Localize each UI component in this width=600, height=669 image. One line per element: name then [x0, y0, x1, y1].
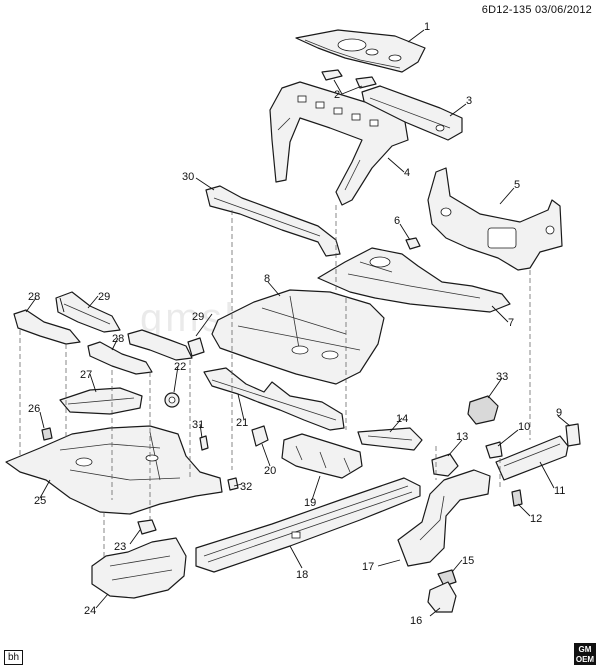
diagram-date: 03/06/2012 [534, 4, 592, 16]
callout-25: 25 [34, 495, 46, 507]
part-floor-stud [41, 427, 53, 441]
callout-7: 7 [508, 317, 514, 329]
callout-18: 18 [296, 569, 308, 581]
part-center-floor-panel [211, 289, 385, 385]
alignment-guides [19, 205, 531, 560]
part-floor-bolt [199, 435, 209, 451]
callout-32: 32 [240, 481, 252, 493]
part-rocker-panel [195, 477, 421, 573]
callout-labels: 1 2 3 4 5 6 7 8 9 10 11 12 13 14 15 16 1… [28, 21, 565, 627]
callout-31: 31 [192, 419, 204, 431]
part-small-rail [357, 427, 423, 451]
callout-1: 1 [424, 21, 430, 33]
callout-10: 10 [518, 421, 530, 433]
callout-28-lower: 28 [112, 333, 124, 345]
part-rear-shelf-panel [295, 29, 426, 73]
part-rear-floor-pan [317, 247, 511, 313]
callout-4: 4 [404, 167, 410, 179]
corner-tag: bh [4, 650, 24, 665]
gm-logo: GM OEM [574, 643, 596, 665]
part-rear-end-panel [427, 167, 563, 271]
callout-26: 26 [28, 403, 40, 415]
callout-21: 21 [236, 417, 248, 429]
callout-30: 30 [182, 171, 194, 183]
callout-2: 2 [334, 89, 340, 101]
gm-logo-line1: GM [578, 645, 592, 654]
part-rail-stud [511, 489, 523, 507]
callout-27: 27 [80, 369, 92, 381]
callout-29-upper: 29 [98, 291, 110, 303]
part-floor-cross-bar [203, 367, 345, 431]
callout-5: 5 [514, 179, 520, 191]
callout-19: 19 [304, 497, 316, 509]
callout-14: 14 [396, 413, 408, 425]
part-seat-crossmember-upper-right [55, 291, 121, 333]
part-lower-insert [437, 569, 457, 587]
part-crossmember-cap [187, 337, 205, 357]
callout-12: 12 [530, 513, 542, 525]
part-lower-bracket [427, 581, 457, 613]
part-rocker-rear-section [397, 469, 491, 567]
callout-6: 6 [394, 215, 400, 227]
part-rear-panel-frame [269, 81, 409, 206]
callout-28-upper: 28 [28, 291, 40, 303]
part-seat-crossmember-lower-right [127, 329, 193, 361]
diagram-code: 6D12-135 [481, 4, 532, 16]
callout-11: 11 [554, 485, 565, 497]
part-rear-bracket [467, 395, 499, 425]
callout-22: 22 [174, 361, 186, 373]
part-floor-bolt-lower [227, 477, 239, 491]
callout-13: 13 [456, 431, 468, 443]
part-rail-end-bracket [565, 423, 581, 447]
part-tunnel-cover [91, 537, 187, 599]
callout-33: 33 [496, 371, 508, 383]
callout-20: 20 [264, 465, 276, 477]
callout-16: 16 [410, 615, 422, 627]
callout-17: 17 [362, 561, 374, 573]
callout-9: 9 [556, 407, 562, 419]
callout-8: 8 [264, 273, 270, 285]
diagram-header: 6D12-135 03/06/2012 [482, 4, 592, 16]
leader-lines [25, 29, 571, 617]
part-small-clip [251, 425, 269, 447]
part-small-plate [137, 519, 157, 535]
part-cross-brace [59, 387, 143, 415]
part-seat-bracket [281, 433, 363, 479]
part-side-rail [495, 435, 569, 481]
gm-logo-line2: OEM [575, 655, 595, 664]
callout-23: 23 [114, 541, 126, 553]
part-seat-crossmember-lower-left [87, 341, 153, 375]
part-small-patch [405, 237, 421, 250]
part-cross-member [205, 185, 341, 257]
part-seat-crossmember-upper-left [13, 309, 81, 345]
part-front-floor-pan [5, 425, 223, 515]
callout-29-lower: 29 [192, 311, 204, 323]
callout-3: 3 [466, 95, 472, 107]
part-mount-bracket [431, 453, 459, 477]
part-rear-cross-rail [361, 85, 463, 141]
part-grommet [164, 392, 180, 408]
callout-15: 15 [462, 555, 474, 567]
callout-24: 24 [84, 605, 96, 617]
part-shelf-brackets [321, 69, 377, 89]
